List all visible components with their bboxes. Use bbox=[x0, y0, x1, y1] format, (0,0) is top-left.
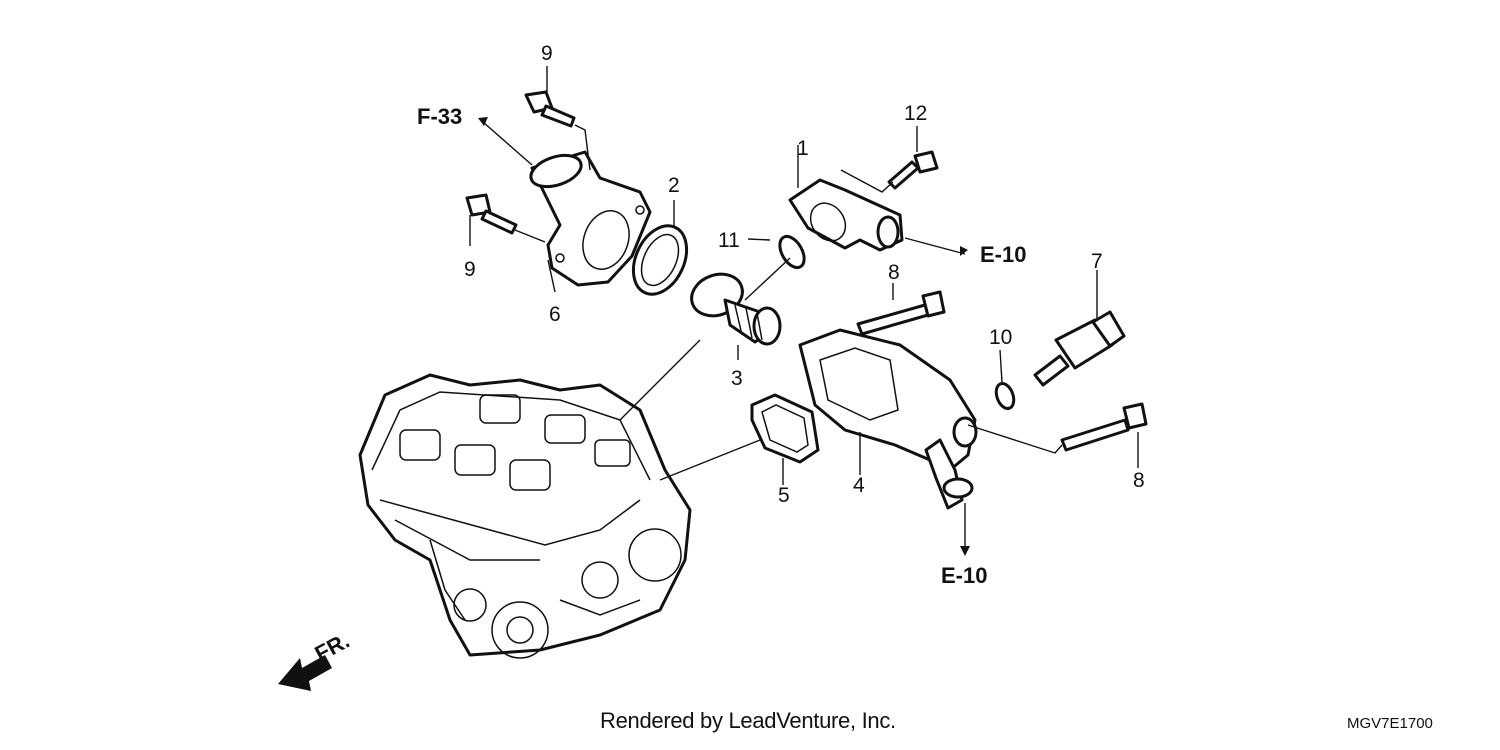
front-direction-arrow: FR. bbox=[278, 628, 354, 691]
callout-5: 5 bbox=[778, 484, 790, 507]
part-9-bolt-upper bbox=[524, 90, 576, 128]
callout-12: 12 bbox=[904, 102, 927, 125]
part-6-water-outlet bbox=[529, 150, 652, 287]
part-7-sensor bbox=[1033, 310, 1126, 387]
callout-8-upper: 8 bbox=[888, 261, 900, 284]
callout-1: 1 bbox=[797, 137, 809, 160]
part-8-bolt-lower bbox=[1060, 402, 1148, 452]
part-3-thermostat bbox=[690, 272, 782, 346]
arrowhead-f33 bbox=[478, 117, 488, 126]
part-9-bolt-lower bbox=[465, 193, 518, 235]
leader-lines bbox=[469, 66, 1139, 550]
callout-6: 6 bbox=[549, 303, 561, 326]
part-8-bolt-upper bbox=[856, 290, 946, 336]
callout-2: 2 bbox=[668, 174, 680, 197]
callout-7: 7 bbox=[1091, 250, 1103, 273]
engine-block bbox=[358, 373, 692, 659]
callout-9-lower: 9 bbox=[464, 258, 476, 281]
part-2-o-ring bbox=[631, 224, 689, 296]
part-1-thermostat-cover bbox=[788, 178, 904, 252]
reference-e-10-right: E-10 bbox=[980, 242, 1026, 267]
part-5-gasket bbox=[750, 393, 820, 464]
part-4-thermostat-housing bbox=[798, 328, 978, 510]
reference-f-33: F-33 bbox=[417, 104, 462, 129]
callout-11: 11 bbox=[718, 229, 740, 252]
callout-4: 4 bbox=[853, 474, 865, 497]
part-11-o-ring bbox=[778, 234, 806, 270]
callout-10: 10 bbox=[989, 326, 1012, 349]
callout-9-upper: 9 bbox=[541, 42, 553, 65]
callout-8-lower: 8 bbox=[1133, 469, 1145, 492]
credit-text: Rendered by LeadVenture, Inc. bbox=[600, 708, 896, 733]
reference-e-10-bottom: E-10 bbox=[941, 563, 987, 588]
arrowhead-e10-right bbox=[960, 246, 968, 256]
diagram-code: MGV7E1700 bbox=[1347, 715, 1433, 732]
part-12-bolt bbox=[887, 150, 939, 190]
part-10-washer bbox=[994, 381, 1016, 411]
arrowhead-e10-down bbox=[960, 546, 970, 556]
callout-3: 3 bbox=[731, 367, 743, 390]
